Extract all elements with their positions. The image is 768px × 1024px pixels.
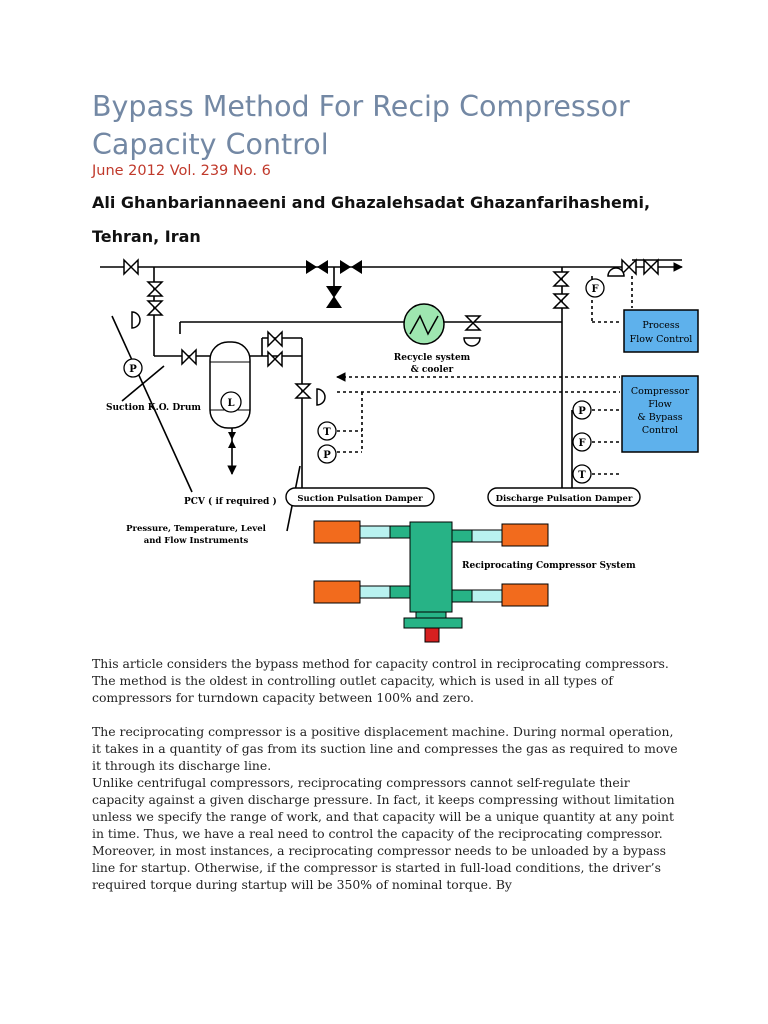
process-flow-control-box (623, 309, 699, 353)
pcv-label: PCV ( if required ) (184, 496, 277, 507)
paragraph-4: Moreover, in most instances, a reciproca… (92, 843, 666, 892)
compressor-control-box (621, 375, 699, 453)
process-flow-control-line1: Process (642, 320, 679, 331)
authors-names: Ali Ghanbariannaeeni and Ghazalehsadat G… (92, 193, 651, 212)
article-body: This article considers the bypass method… (92, 655, 682, 893)
tag-p-left: P (129, 364, 137, 375)
suction-damper-label: Suction Pulsation Damper (297, 494, 423, 504)
issue-line: June 2012 Vol. 239 No. 6 (92, 163, 271, 179)
tag-t-suction: T (323, 427, 331, 438)
authors: Ali Ghanbariannaeeni and Ghazalehsadat G… (92, 186, 732, 254)
reciprocating-compressor (313, 520, 549, 643)
tag-l-drum: L (227, 398, 234, 409)
instruments-label-2: and Flow Instruments (144, 536, 249, 546)
suction-drum (209, 341, 251, 429)
article-title: Bypass Method For Recip Compressor Capac… (92, 90, 630, 161)
discharge-pulsation-damper (487, 487, 641, 507)
tag-p-suction: P (323, 450, 331, 461)
paragraph-2: The reciprocating compressor is a positi… (92, 724, 678, 773)
compressor-control-line3: & Bypass (637, 412, 682, 423)
compressor-control-line4: Control (642, 425, 678, 436)
tag-t-discharge: T (578, 470, 586, 481)
process-diagram: P L T P P F T F Process Flow Control Com… (100, 258, 699, 643)
tag-f-header: F (591, 284, 598, 295)
recycle-label-1: Recycle system (394, 353, 471, 363)
instruments-label-1: Pressure, Temperature, Level (126, 524, 267, 534)
process-flow-control-line2: Flow Control (630, 334, 693, 345)
recycle-label-2: & cooler (411, 365, 454, 375)
compressor-control-line2: Flow (648, 399, 671, 410)
authors-location: Tehran, Iran (92, 227, 201, 246)
suction-drum-label: Suction K.O. Drum (106, 403, 201, 413)
paragraph-3: Unlike centrifugal compressors, reciproc… (92, 775, 675, 841)
paragraph-1: This article considers the bypass method… (92, 656, 669, 705)
tag-f-discharge: F (578, 438, 585, 449)
tag-p-discharge: P (578, 406, 586, 417)
discharge-damper-label: Discharge Pulsation Damper (496, 494, 633, 504)
suction-pulsation-damper (285, 487, 435, 507)
compressor-control-line1: Compressor (631, 386, 690, 397)
compressor-system-label: Reciprocating Compressor System (462, 561, 636, 571)
